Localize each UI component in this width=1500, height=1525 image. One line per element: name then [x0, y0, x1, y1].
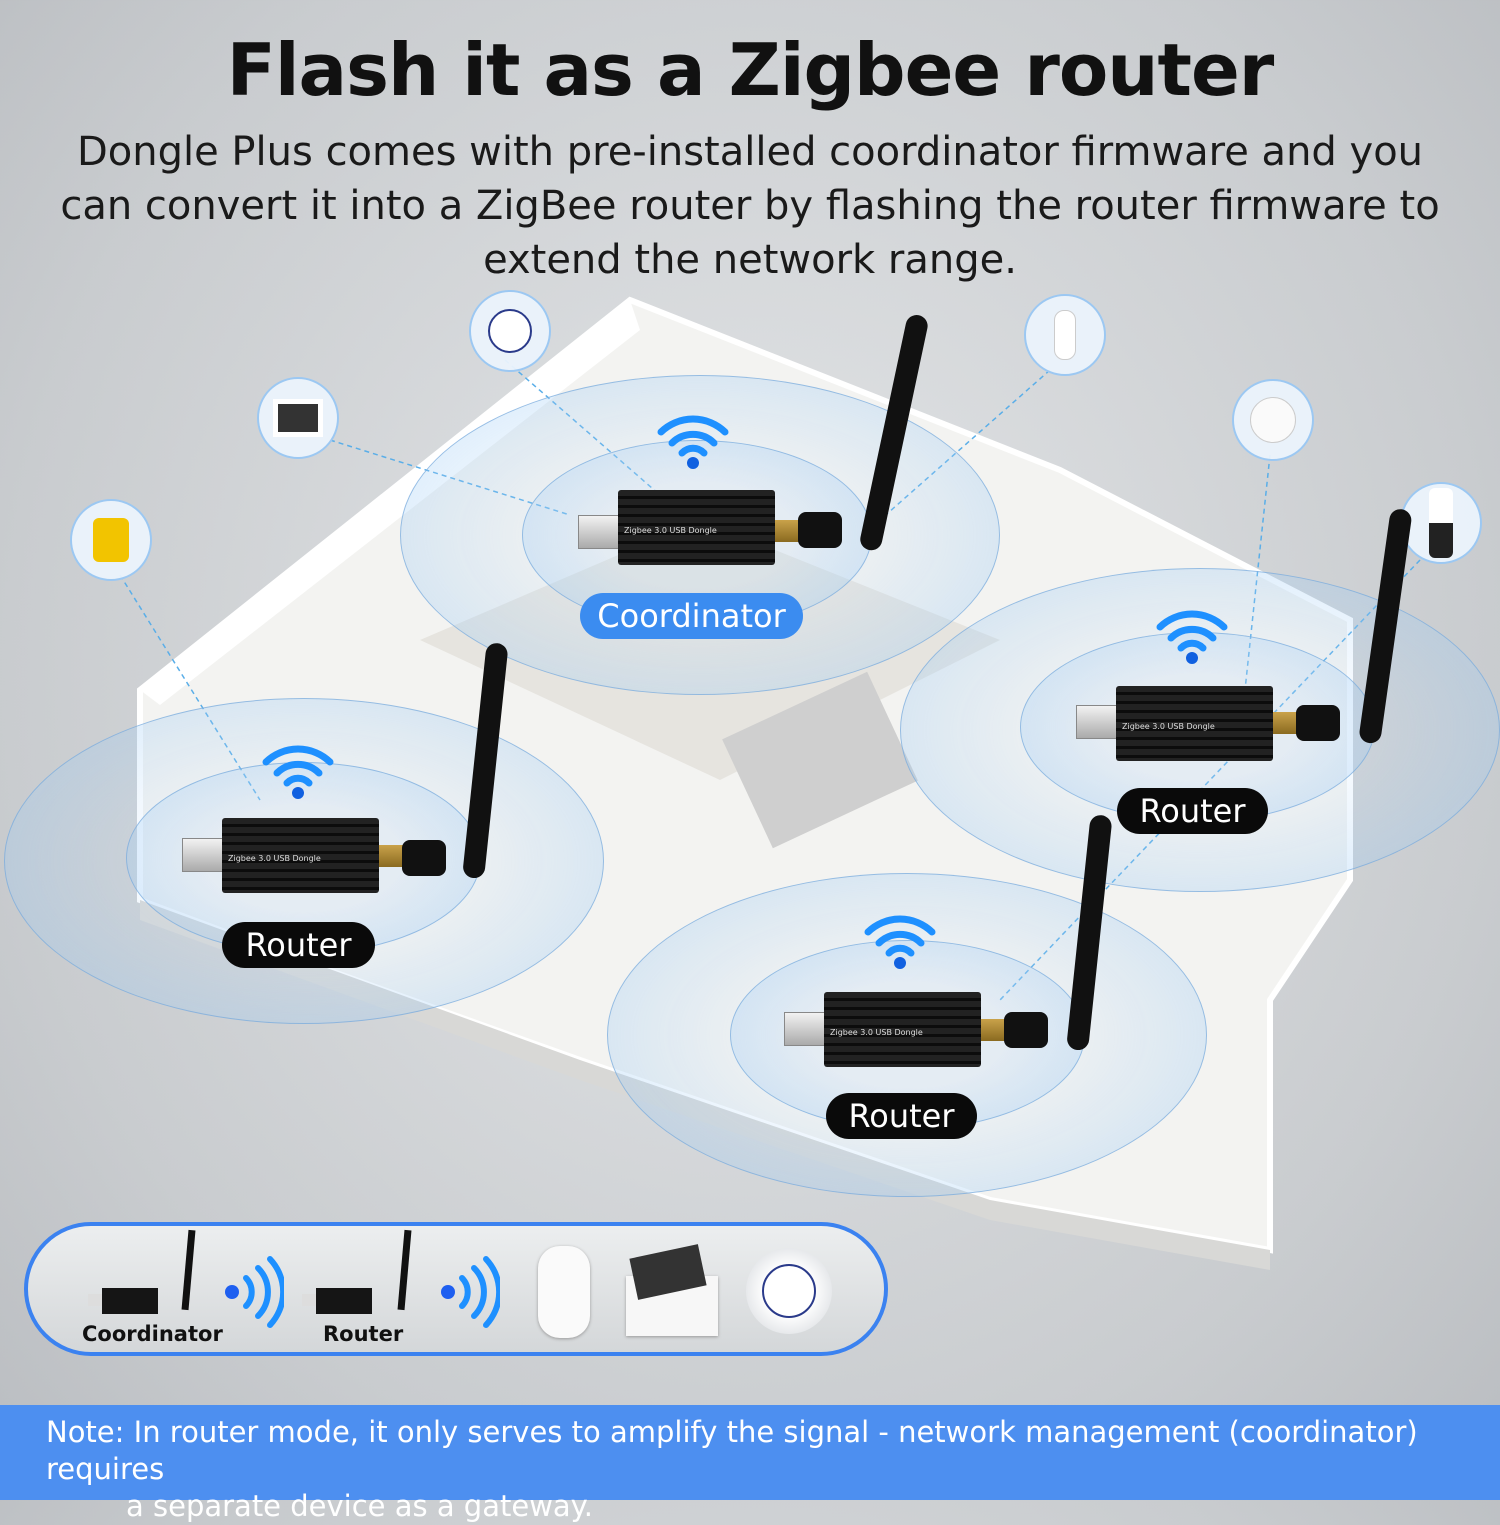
router-dongle: Zigbee 3.0 USB Dongle	[1076, 505, 1413, 761]
dongle-body: Zigbee 3.0 USB Dongle	[824, 992, 981, 1067]
wifi-icon	[1156, 610, 1228, 664]
button-device-icon	[746, 1248, 832, 1334]
router-label: Router	[826, 1093, 977, 1139]
coordinator-label: Coordinator	[580, 593, 803, 639]
note-banner: Note: In router mode, it only serves to …	[0, 1405, 1500, 1523]
water-leak-sensor-icon	[1232, 379, 1314, 461]
antenna-base	[1296, 705, 1340, 741]
legend-coordinator-dongle	[102, 1288, 158, 1314]
legend-panel: Coordinator Router	[24, 1222, 888, 1356]
dongle-body: Zigbee 3.0 USB Dongle	[222, 818, 379, 893]
usb-plug	[578, 515, 620, 549]
legend-router-dongle	[316, 1288, 372, 1314]
wifi-icon	[864, 915, 936, 969]
router-label: Router	[222, 922, 375, 968]
note-line-2: a separate device as a gateway.	[126, 1489, 593, 1523]
dongle-body: Zigbee 3.0 USB Dongle	[618, 490, 775, 565]
button-device-icon	[469, 290, 551, 372]
signal-icon	[225, 1256, 284, 1328]
router-dongle: Zigbee 3.0 USB Dongle	[784, 812, 1113, 1067]
dongle-body: Zigbee 3.0 USB Dongle	[1116, 686, 1273, 761]
router-label: Router	[1117, 788, 1268, 834]
wifi-icon	[657, 415, 729, 469]
antenna-base	[1004, 1012, 1048, 1048]
usb-plug	[1076, 705, 1118, 739]
router-dongle: Zigbee 3.0 USB Dongle	[182, 640, 509, 893]
usb-plug	[302, 1294, 320, 1306]
page-title: Flash it as a Zigbee router	[226, 28, 1275, 112]
antenna-base	[798, 512, 842, 548]
soil-sensor-icon	[1400, 482, 1482, 564]
signal-icon	[441, 1256, 500, 1328]
dongle-text: Zigbee 3.0 USB Dongle	[830, 1028, 923, 1037]
usb-plug	[88, 1294, 106, 1306]
usb-plug	[182, 838, 224, 872]
sensor-device-icon	[257, 377, 339, 459]
usb-plug	[784, 1012, 826, 1046]
dongle-text: Zigbee 3.0 USB Dongle	[624, 526, 717, 535]
coordinator-dongle: Zigbee 3.0 USB Dongle	[578, 310, 930, 565]
motion-sensor-icon	[538, 1246, 590, 1338]
dongle-text: Zigbee 3.0 USB Dongle	[1122, 722, 1215, 731]
note-line-1: Note: In router mode, it only serves to …	[46, 1415, 1418, 1486]
legend-router-label: Router	[323, 1322, 404, 1346]
antenna	[397, 1229, 412, 1311]
motion-sensor-icon	[1024, 294, 1106, 376]
legend-coordinator-label: Coordinator	[82, 1322, 223, 1346]
wifi-icon	[262, 745, 334, 799]
water-valve-icon	[70, 499, 152, 581]
dongle-text: Zigbee 3.0 USB Dongle	[228, 854, 321, 863]
antenna-base	[402, 840, 446, 876]
subtitle: Dongle Plus comes with pre-installed coo…	[60, 129, 1440, 283]
antenna	[181, 1229, 196, 1311]
